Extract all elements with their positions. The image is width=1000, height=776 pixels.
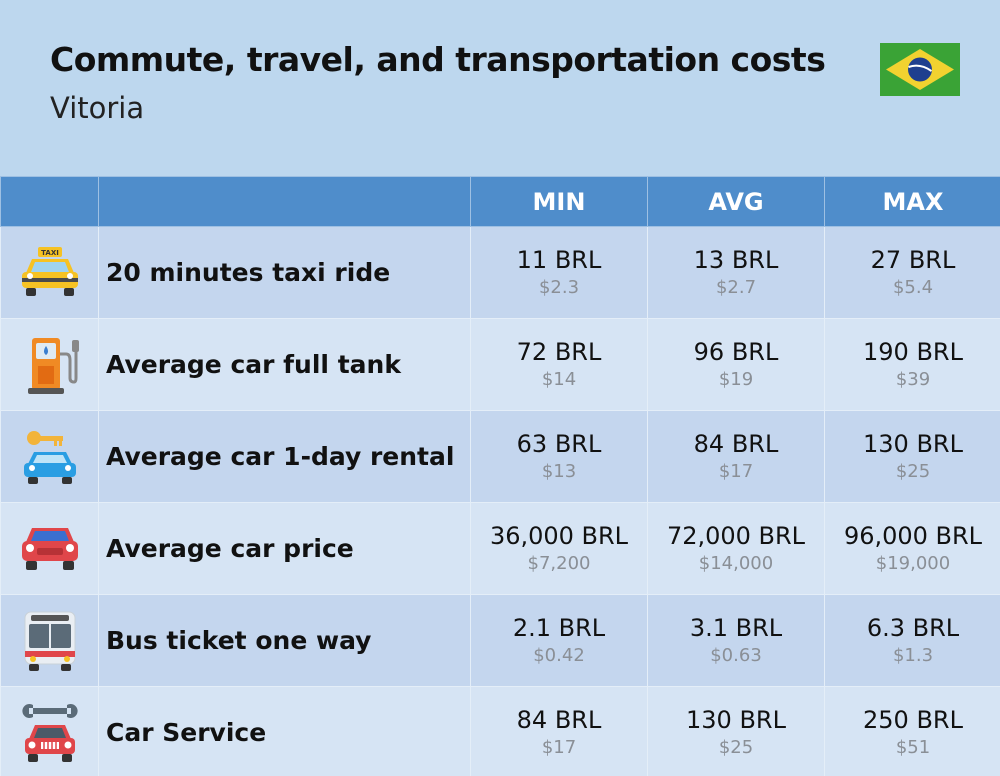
min-cell: 72 BRL$14	[470, 318, 648, 411]
min-cell: 11 BRL$2.3	[470, 226, 648, 319]
row-label: Average car price	[98, 502, 471, 595]
max-usd: $1.3	[892, 644, 934, 666]
max-usd: $39	[895, 368, 931, 390]
avg-brl: 130 BRL	[686, 705, 786, 734]
fuel-pump-icon	[27, 337, 79, 394]
min-brl: 2.1 BRL	[512, 613, 606, 642]
max-usd: $51	[895, 736, 931, 758]
avg-brl: 72,000 BRL	[666, 521, 806, 550]
column-header-avg: AVG	[647, 176, 825, 227]
avg-cell: 72,000 BRL$14,000	[647, 502, 825, 595]
min-brl: 36,000 BRL	[489, 521, 629, 550]
avg-usd: $25	[718, 736, 754, 758]
max-cell: 27 BRL$5.4	[824, 226, 1000, 319]
row-label: Car Service	[98, 686, 471, 776]
min-cell: 84 BRL$17	[470, 686, 648, 776]
avg-brl: 84 BRL	[693, 429, 779, 458]
car-icon	[21, 527, 78, 570]
avg-cell: 3.1 BRL$0.63	[647, 594, 825, 687]
min-brl: 63 BRL	[516, 429, 602, 458]
row-label: Average car 1-day rental	[98, 410, 471, 503]
min-usd: $0.42	[533, 644, 585, 666]
min-brl: 72 BRL	[516, 337, 602, 366]
max-brl: 96,000 BRL	[843, 521, 983, 550]
avg-brl: 13 BRL	[693, 245, 779, 274]
avg-cell: 84 BRL$17	[647, 410, 825, 503]
avg-usd: $14,000	[698, 552, 774, 574]
avg-brl: 3.1 BRL	[689, 613, 783, 642]
header-label-cell	[98, 176, 471, 227]
max-brl: 250 BRL	[863, 705, 963, 734]
svg-text:TAXI: TAXI	[41, 249, 59, 257]
avg-brl: 96 BRL	[693, 337, 779, 366]
page-header: Commute, travel, and transportation cost…	[0, 0, 1000, 176]
bus-icon	[24, 611, 75, 671]
city-name: Vitoria	[50, 91, 145, 125]
table-row: Average car price 36,000 BRL$7,200 72,00…	[0, 502, 1000, 595]
min-usd: $7,200	[527, 552, 591, 574]
max-cell: 6.3 BRL$1.3	[824, 594, 1000, 687]
avg-cell: 130 BRL$25	[647, 686, 825, 776]
max-usd: $25	[895, 460, 931, 482]
max-brl: 130 BRL	[863, 429, 963, 458]
max-usd: $19,000	[875, 552, 951, 574]
table-row: Car Service 84 BRL$17 130 BRL$25 250 BRL…	[0, 686, 1000, 776]
brazil-flag-icon	[880, 43, 960, 96]
min-brl: 11 BRL	[516, 245, 602, 274]
cost-table: MIN AVG MAX TAXI 20 minutes taxi ride	[0, 176, 1000, 776]
row-label: Average car full tank	[98, 318, 471, 411]
taxi-icon: TAXI	[21, 246, 78, 296]
table-row: Average car 1-day rental 63 BRL$13 84 BR…	[0, 410, 1000, 503]
header-icon-cell	[0, 176, 99, 227]
avg-cell: 96 BRL$19	[647, 318, 825, 411]
max-cell: 96,000 BRL$19,000	[824, 502, 1000, 595]
max-brl: 27 BRL	[870, 245, 956, 274]
avg-cell: 13 BRL$2.7	[647, 226, 825, 319]
table-row: TAXI 20 minutes taxi ride 11 BRL$2.3 13 …	[0, 226, 1000, 319]
car-service-icon	[21, 703, 78, 762]
min-cell: 36,000 BRL$7,200	[470, 502, 648, 595]
avg-usd: $0.63	[710, 644, 762, 666]
min-usd: $14	[541, 368, 577, 390]
max-cell: 130 BRL$25	[824, 410, 1000, 503]
avg-usd: $2.7	[715, 276, 757, 298]
min-usd: $13	[541, 460, 577, 482]
car-key-icon	[23, 430, 76, 484]
max-brl: 6.3 BRL	[866, 613, 960, 642]
table-row: Bus ticket one way 2.1 BRL$0.42 3.1 BRL$…	[0, 594, 1000, 687]
min-brl: 84 BRL	[516, 705, 602, 734]
max-usd: $5.4	[892, 276, 934, 298]
column-header-min: MIN	[470, 176, 648, 227]
max-cell: 250 BRL$51	[824, 686, 1000, 776]
max-cell: 190 BRL$39	[824, 318, 1000, 411]
avg-usd: $19	[718, 368, 754, 390]
min-cell: 2.1 BRL$0.42	[470, 594, 648, 687]
min-usd: $17	[541, 736, 577, 758]
page-title: Commute, travel, and transportation cost…	[50, 40, 826, 79]
column-header-max: MAX	[824, 176, 1000, 227]
min-usd: $2.3	[538, 276, 580, 298]
max-brl: 190 BRL	[863, 337, 963, 366]
min-cell: 63 BRL$13	[470, 410, 648, 503]
row-label: Bus ticket one way	[98, 594, 471, 687]
table-header-row: MIN AVG MAX	[0, 176, 1000, 227]
avg-usd: $17	[718, 460, 754, 482]
row-label: 20 minutes taxi ride	[98, 226, 471, 319]
table-row: Average car full tank 72 BRL$14 96 BRL$1…	[0, 318, 1000, 411]
